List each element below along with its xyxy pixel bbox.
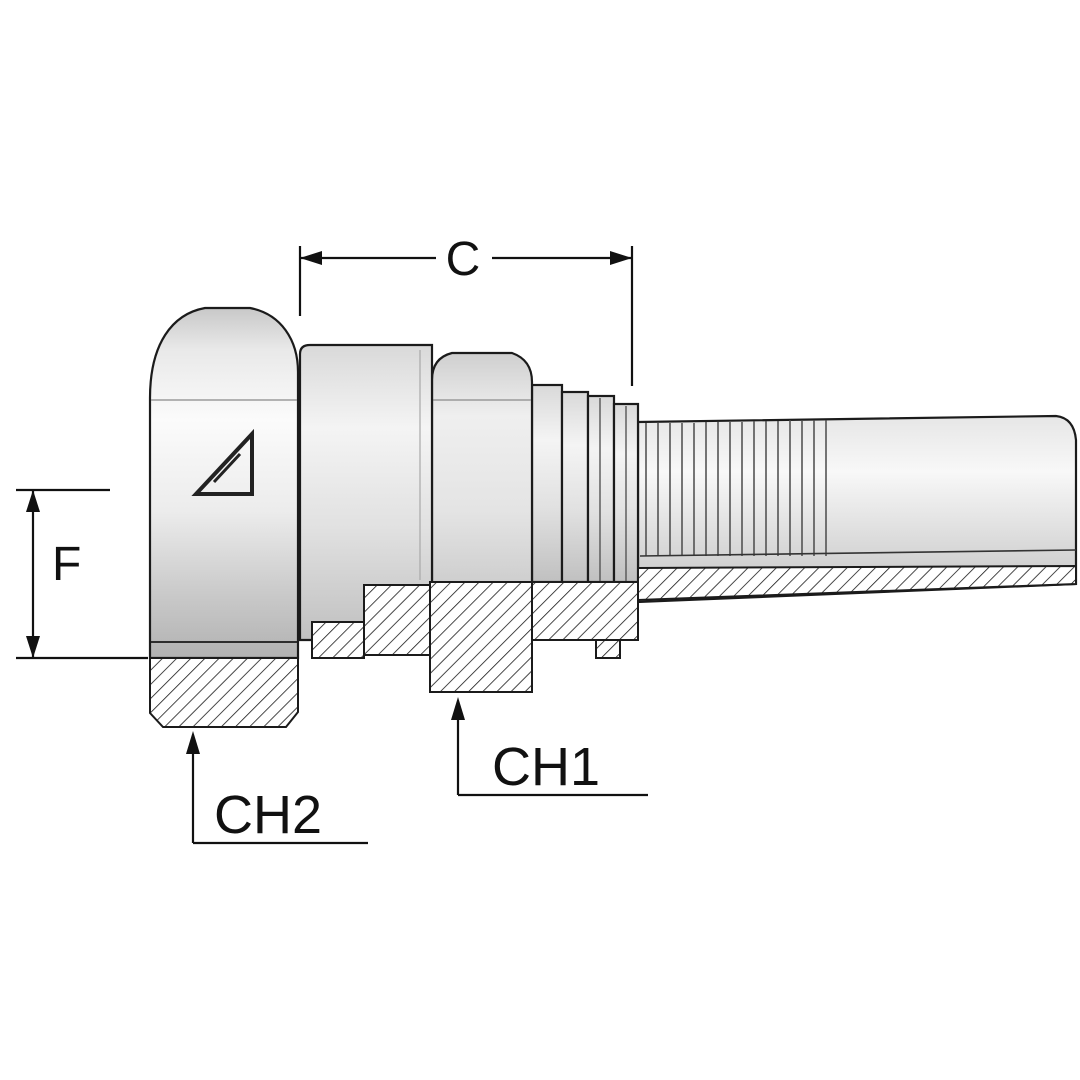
dim-c-arrow-left [300,251,322,265]
dimension-ch1 [451,697,648,797]
lock-hex [430,351,534,642]
collar-body [298,343,434,642]
section-neck-notch [595,639,621,659]
brand-logo-icon [191,428,254,496]
lock-hex-body [430,351,534,642]
dim-ch1-arrow [451,697,465,720]
neck-band-3 [586,394,616,584]
section-hex-nut [149,657,299,728]
fitting-drawing [16,246,1078,845]
dim-ch2-label: CH2 [214,785,322,845]
dimension-f [16,488,148,660]
dim-ch2-arrow [186,731,200,754]
neck-band-1 [530,383,564,584]
dimension-ch2 [186,731,368,845]
collar [298,343,434,642]
section-lock-hex [429,581,533,693]
section-step-1 [311,621,365,659]
neck-band-2 [560,390,590,584]
section-step-2 [363,584,431,656]
dim-ch1-label: CH1 [492,737,600,797]
dim-f-arrow-top [26,490,40,512]
section-hatching [149,564,1077,728]
hose-tail-body [636,414,1078,604]
nipple-neck-bands [530,383,640,584]
hose-tail [636,414,1078,604]
hex-nut-body [148,306,300,660]
hose-tail-shoulder-line [639,549,1077,557]
hose-tail-rib-lines [645,420,827,556]
section-tail-wall [637,564,1077,602]
section-neck [531,581,639,641]
dim-f-label: F [52,538,81,591]
hex-nut [148,306,300,660]
dim-c-arrow-right [610,251,632,265]
dimension-c [298,246,634,386]
dim-f-arrow-bottom [26,636,40,658]
dim-c-label: C [446,233,481,286]
